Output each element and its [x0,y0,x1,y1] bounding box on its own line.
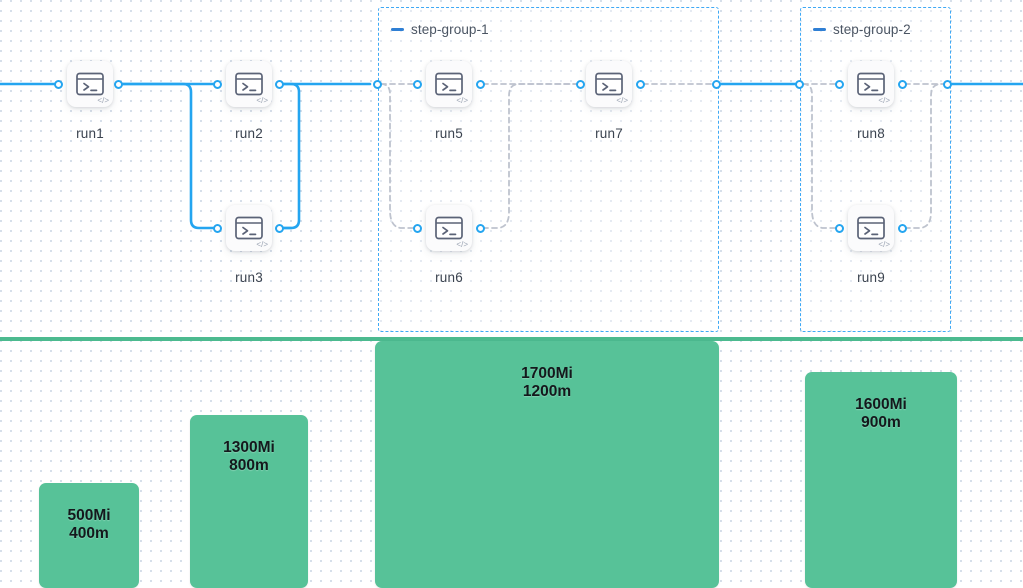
node-run9[interactable]: </> [848,205,894,251]
terminal-icon [235,72,263,96]
terminal-icon [857,216,885,240]
resource-bar-label: 1700Mi 1200m [521,365,573,400]
code-icon: </> [878,96,890,105]
node-label-run8: run8 [857,126,885,141]
port-run6-in[interactable] [413,223,422,233]
port-group2-exit[interactable] [943,79,952,89]
terminal-icon [857,72,885,96]
resource-bar-label: 500Mi 400m [67,507,111,542]
code-icon: </> [456,240,468,249]
code-icon: </> [616,96,628,105]
terminal-icon [435,216,463,240]
edge-run2-down [281,82,301,230]
port-run3-out[interactable] [275,223,284,233]
node-label-run9: run9 [857,270,885,285]
node-label-run7: run7 [595,126,623,141]
port-run1-in[interactable] [54,79,63,89]
node-run5[interactable]: </> [426,61,472,107]
port-run8-in[interactable] [835,79,844,89]
resource-bar[interactable]: 1600Mi 900m [805,372,957,588]
port-group1-exit[interactable] [712,79,721,89]
port-run3-in[interactable] [213,223,222,233]
node-run2[interactable]: </> [226,61,272,107]
group-label-step-group-1[interactable]: step-group-1 [391,22,489,37]
code-icon: </> [456,96,468,105]
resource-bar-label: 1600Mi 900m [855,396,907,431]
terminal-icon [595,72,623,96]
minus-icon[interactable] [391,28,404,31]
minus-icon[interactable] [813,28,826,31]
code-icon: </> [97,96,109,105]
port-run8-out[interactable] [898,79,907,89]
code-icon: </> [878,240,890,249]
section-divider [0,337,1023,341]
terminal-icon [235,216,263,240]
resource-bar[interactable]: 1300Mi 800m [190,415,308,588]
terminal-icon [435,72,463,96]
port-run1-out[interactable] [114,79,123,89]
code-icon: </> [256,240,268,249]
node-run8[interactable]: </> [848,61,894,107]
code-icon: </> [256,96,268,105]
node-label-run3: run3 [235,270,263,285]
group-title: step-group-1 [411,22,489,37]
port-run6-out[interactable] [476,223,485,233]
resource-bar[interactable]: 1700Mi 1200m [375,341,719,588]
node-run6[interactable]: </> [426,205,472,251]
port-run7-in[interactable] [576,79,585,89]
group-title: step-group-2 [833,22,911,37]
port-group1-entry[interactable] [373,79,382,89]
port-run2-in[interactable] [213,79,222,89]
node-run1[interactable]: </> [67,61,113,107]
port-run5-out[interactable] [476,79,485,89]
resource-bar-label: 1300Mi 800m [223,439,275,474]
port-run9-out[interactable] [898,223,907,233]
group-label-step-group-2[interactable]: step-group-2 [813,22,911,37]
edge-run1-run3 [121,82,216,230]
node-label-run2: run2 [235,126,263,141]
port-run9-in[interactable] [835,223,844,233]
port-run7-out[interactable] [636,79,645,89]
node-run7[interactable]: </> [586,61,632,107]
node-label-run6: run6 [435,270,463,285]
port-run5-in[interactable] [413,79,422,89]
terminal-icon [76,72,104,96]
node-label-run5: run5 [435,126,463,141]
resource-bar[interactable]: 500Mi 400m [39,483,139,588]
port-run2-out[interactable] [275,79,284,89]
node-label-run1: run1 [76,126,104,141]
node-run3[interactable]: </> [226,205,272,251]
port-group2-entry[interactable] [795,79,804,89]
